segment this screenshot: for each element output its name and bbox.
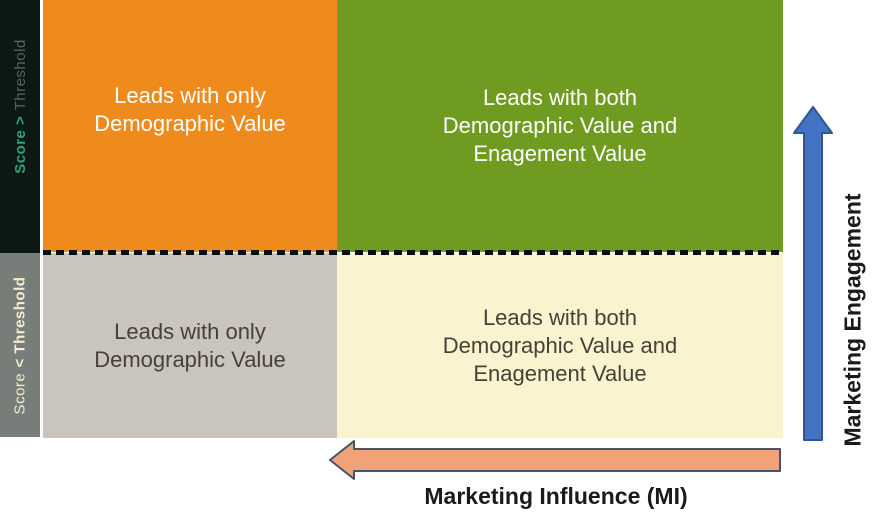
quadrant-line: Leads with both — [482, 85, 638, 110]
score-plain-text: Score — [11, 372, 29, 414]
quadrant-line: Demographic Value and — [442, 332, 678, 358]
quadrant-line: Leads with only — [114, 318, 266, 344]
quadrant-line: Demographic Value and — [442, 113, 678, 138]
quadrant-bottom-left-text: Leads with only Demographic Value — [94, 318, 286, 374]
quadrant-line: Demographic Value — [94, 346, 286, 372]
up-arrow-icon — [793, 106, 833, 441]
score-below-threshold-band: Score < Threshold — [0, 253, 40, 437]
score-above-emphasis: Score > — [11, 115, 29, 174]
quadrant-line: Enagement Value — [473, 360, 647, 386]
y-axis-label-marketing-engagement: Marketing Engagement — [839, 193, 866, 447]
quadrant-bottom-right-text: Leads with both Demographic Value and En… — [443, 304, 677, 388]
quadrant-line: Leads with only — [114, 83, 266, 108]
quadrant-top-right-text: Leads with both Demographic Value and En… — [443, 84, 677, 168]
quadrant-bottom-left-demographic-only: Leads with only Demographic Value — [43, 253, 337, 438]
quadrant-line: Demographic Value — [94, 111, 286, 136]
below-threshold-emphasis: < Threshold — [11, 276, 29, 367]
quadrant-top-left-demographic-only: Leads with only Demographic Value — [43, 0, 337, 252]
quadrant-bottom-right-both-values: Leads with both Demographic Value and En… — [337, 253, 783, 438]
threshold-muted-text: Threshold — [11, 39, 29, 111]
score-above-threshold-band: Score > Threshold — [0, 0, 40, 253]
left-arrow-icon — [329, 440, 781, 480]
quadrant-line: Leads with both — [482, 304, 638, 330]
quadrant-top-left-text: Leads with only Demographic Value — [94, 82, 286, 138]
score-below-threshold-label: Score < Threshold — [12, 276, 29, 414]
score-above-threshold-label: Score > Threshold — [12, 39, 29, 174]
threshold-dashed-line — [43, 250, 783, 255]
quadrant-top-right-both-values: Leads with both Demographic Value and En… — [337, 0, 783, 252]
quadrant-line: Enagement Value — [473, 141, 647, 166]
x-axis-label-marketing-influence: Marketing Influence (MI) — [424, 483, 688, 509]
